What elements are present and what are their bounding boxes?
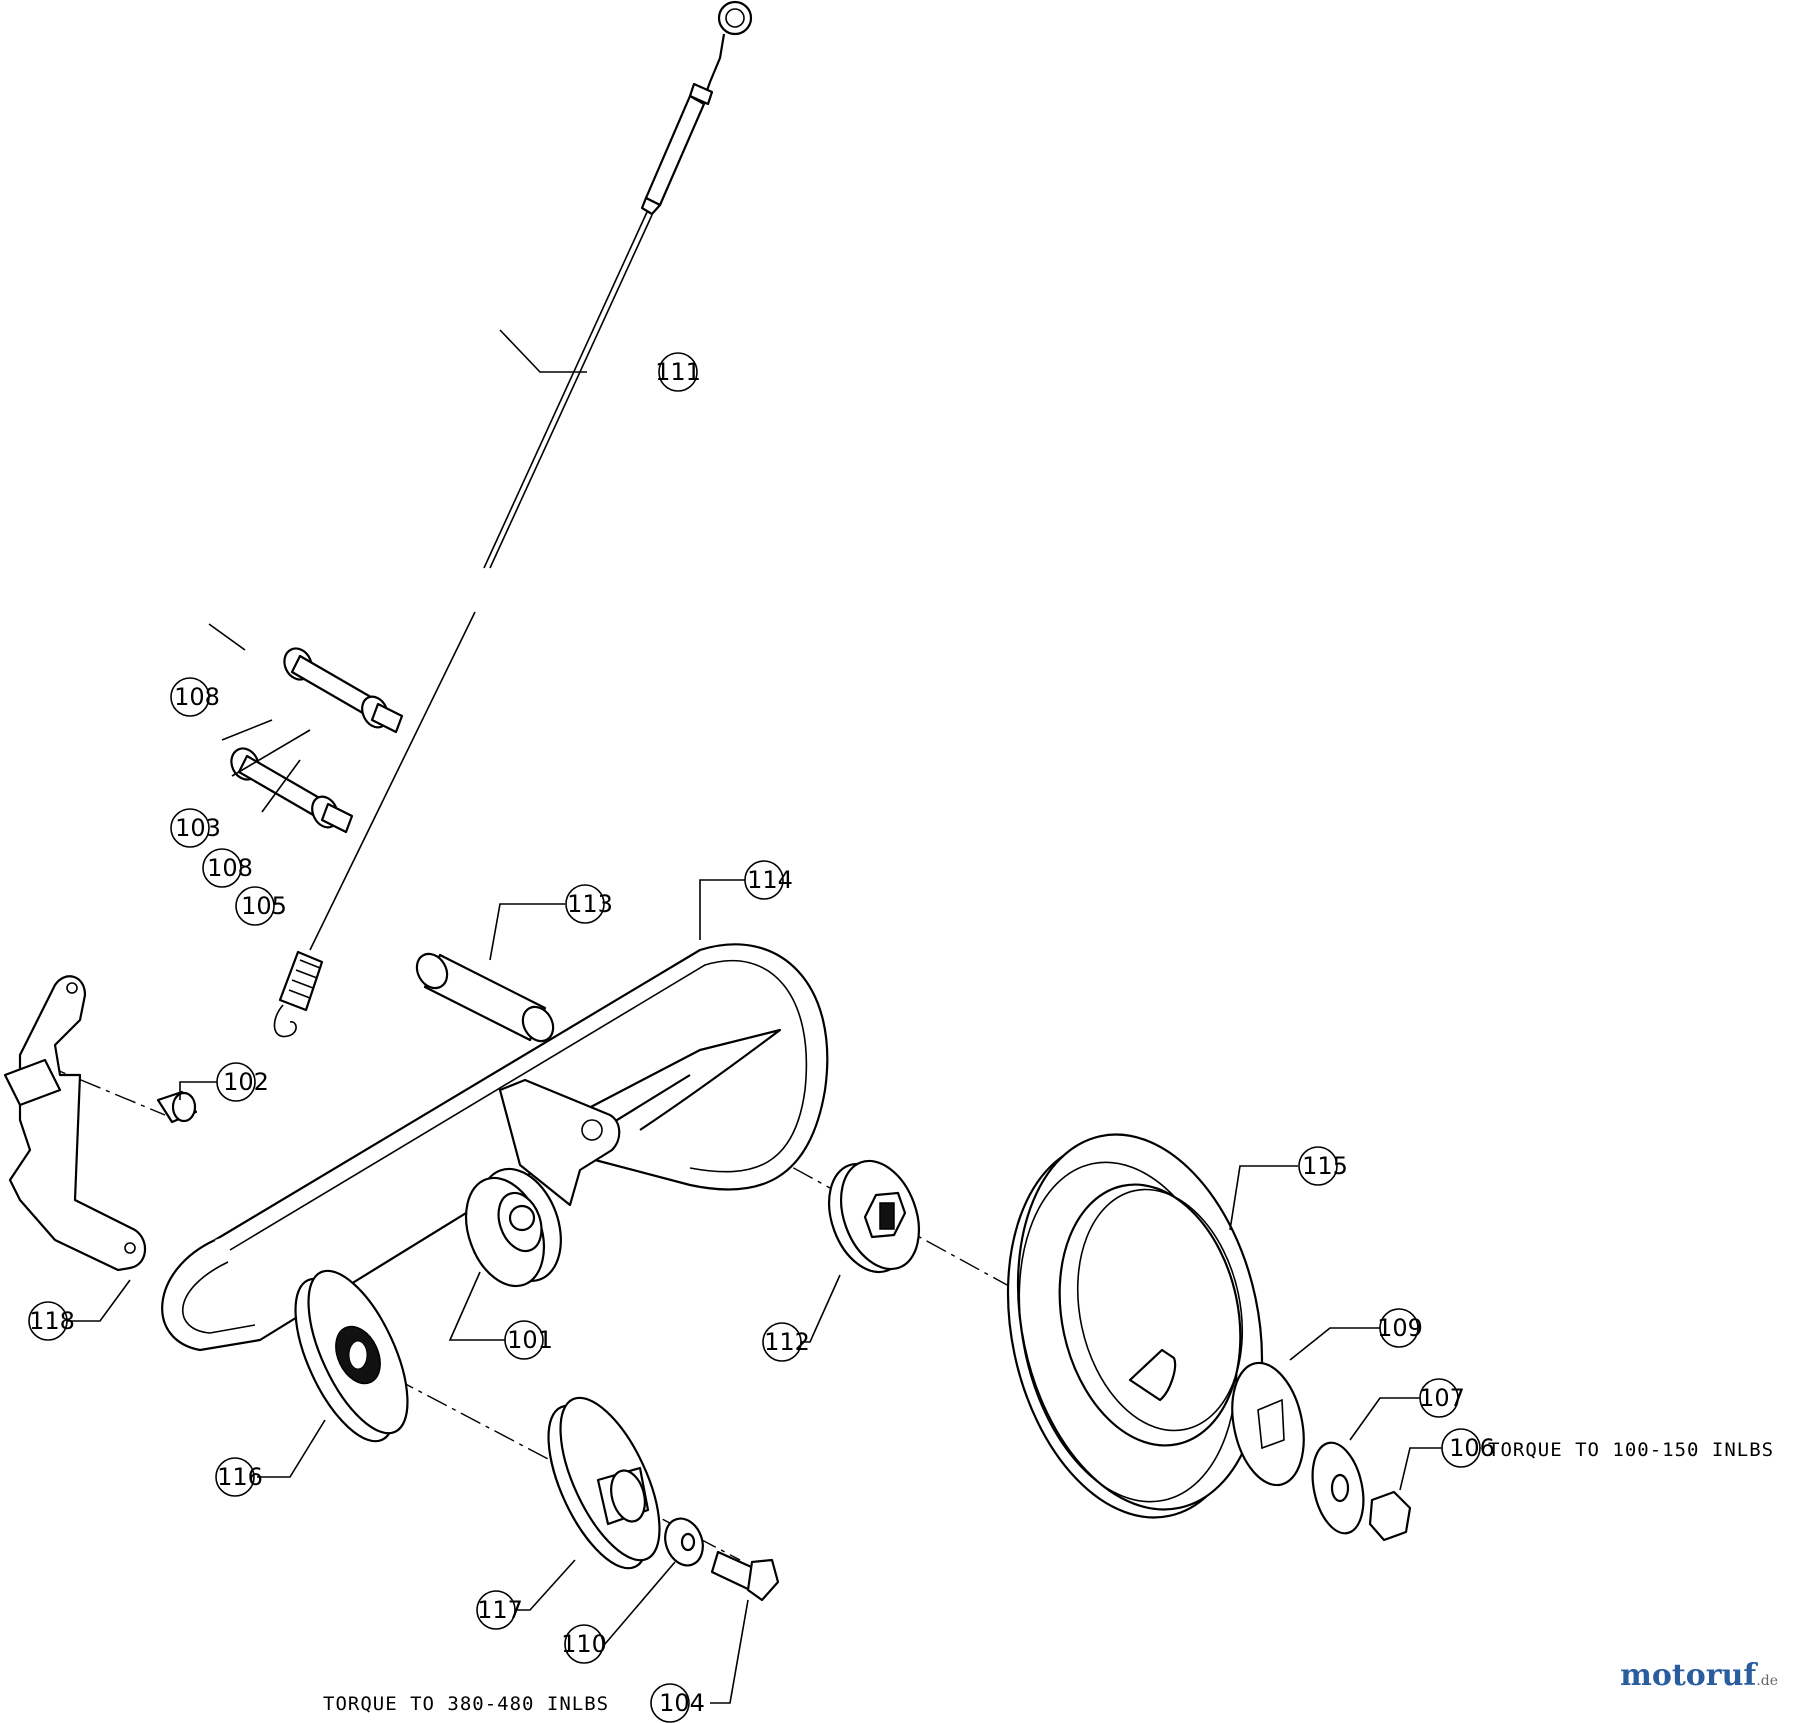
leader-106 (1399, 1447, 1442, 1491)
callout-104: 104 (650, 1683, 705, 1723)
callout-118: 118 (28, 1301, 75, 1341)
cable-111 (273, 0, 753, 1038)
leader-116 (257, 1419, 326, 1478)
bolt-104 (710, 1550, 780, 1602)
svg-text:114: 114 (747, 866, 793, 894)
leader-118 (67, 1279, 131, 1322)
sheave-117 (547, 1396, 661, 1570)
svg-text:117: 117 (477, 1596, 523, 1624)
callout-115: 115 (1298, 1146, 1348, 1186)
washer-109 (1231, 1361, 1305, 1487)
callout-116: 116 (215, 1457, 263, 1497)
centerline-bracket (44, 1064, 166, 1116)
svg-text:103: 103 (175, 814, 221, 842)
svg-text:106: 106 (1449, 1434, 1495, 1462)
spring-icon (273, 950, 324, 1038)
callout-108-upper: 108 (170, 677, 220, 717)
pulley-112 (828, 1159, 920, 1274)
svg-text:116: 116 (217, 1463, 263, 1491)
leader-115 (1229, 1165, 1298, 1231)
watermark-brand: motoruf (1620, 1658, 1757, 1693)
svg-text:115: 115 (1302, 1152, 1348, 1180)
callout-103: 103 (170, 808, 221, 848)
watermark-suffix: .de (1756, 1673, 1778, 1689)
svg-text:109: 109 (1377, 1314, 1423, 1342)
svg-text:108: 108 (174, 683, 220, 711)
tube-113 (415, 952, 555, 1043)
callout-117: 117 (476, 1590, 523, 1630)
torque-note-pulley: TORQUE TO 100-150 INLBS (1488, 1439, 1774, 1461)
callout-111: 111 (655, 352, 701, 392)
svg-text:102: 102 (223, 1068, 269, 1096)
svg-text:112: 112 (764, 1328, 810, 1356)
svg-text:105: 105 (241, 892, 287, 920)
leader-108a (208, 623, 246, 651)
pin-103 (230, 747, 354, 834)
callout-110: 110 (561, 1624, 607, 1664)
pin-upper (283, 647, 404, 734)
leader-105 (261, 759, 301, 813)
callout-102: 102 (216, 1062, 269, 1102)
callout-114: 114 (744, 860, 793, 900)
leader-109 (1289, 1327, 1380, 1361)
svg-text:110: 110 (561, 1630, 607, 1658)
leader-113 (489, 903, 565, 961)
callout-105: 105 (235, 886, 287, 926)
bracket-118 (3, 975, 146, 1272)
svg-text:111: 111 (655, 358, 701, 386)
leader-102 (179, 1081, 217, 1100)
leader-103 (221, 719, 273, 741)
callout-106: 106 (1441, 1428, 1495, 1468)
bolt-102 (156, 1090, 198, 1124)
idler-101 (465, 1078, 621, 1288)
torque-note-bolt: TORQUE TO 380-480 INLBS (323, 1693, 609, 1715)
callout-112: 112 (762, 1322, 810, 1362)
pulley-115 (1006, 1133, 1264, 1519)
leader-108b (231, 729, 311, 777)
callout-107: 107 (1419, 1378, 1465, 1418)
svg-text:101: 101 (507, 1326, 553, 1354)
leader-111 (499, 329, 587, 373)
callout-109: 109 (1377, 1308, 1423, 1348)
svg-text:107: 107 (1419, 1384, 1465, 1412)
leader-104 (710, 1599, 749, 1704)
svg-text:118: 118 (29, 1307, 75, 1335)
leader-101 (448, 1271, 505, 1341)
svg-text:108: 108 (207, 854, 253, 882)
leader-107 (1349, 1397, 1420, 1441)
callout-101: 101 (504, 1320, 553, 1360)
pulley-116 (294, 1269, 409, 1443)
leader-114 (699, 879, 745, 940)
callout-113: 113 (565, 884, 613, 924)
svg-text:113: 113 (567, 890, 613, 918)
watermark: motoruf.de (1620, 1658, 1778, 1693)
callout-108-lower: 108 (202, 848, 253, 888)
nut-106 (1368, 1490, 1412, 1542)
svg-text:104: 104 (659, 1689, 705, 1717)
